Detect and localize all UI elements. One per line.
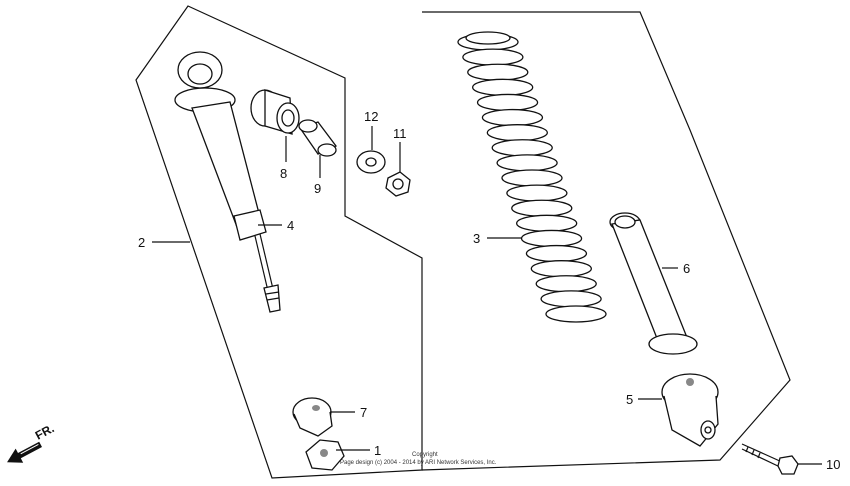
spring-coil xyxy=(545,305,607,323)
callout-9: 9 xyxy=(314,181,321,196)
spring-coil xyxy=(467,63,529,81)
hex-nut xyxy=(305,439,345,471)
callout-4: 4 xyxy=(287,218,294,233)
spring-coil xyxy=(491,139,553,157)
spring-coil xyxy=(540,290,602,308)
spring-coil xyxy=(525,244,588,263)
callout-8: 8 xyxy=(280,166,287,181)
left-group-outline xyxy=(135,5,423,479)
spring-coil xyxy=(462,48,524,66)
spring-coil xyxy=(501,169,563,187)
bushing xyxy=(250,89,300,135)
leader-lines xyxy=(152,126,822,465)
callout-12: 12 xyxy=(364,109,378,124)
spring-coil xyxy=(511,199,573,217)
collar xyxy=(298,119,338,157)
callout-11: 11 xyxy=(393,126,407,141)
spring-coil xyxy=(481,108,544,127)
flange-nut xyxy=(385,171,411,197)
front-direction-arrow-icon xyxy=(7,441,43,463)
spring-coil xyxy=(520,229,583,248)
spring-coil xyxy=(506,184,568,202)
spring-coil xyxy=(530,260,592,278)
callout-6: 6 xyxy=(683,261,690,276)
spring-coil xyxy=(496,154,558,172)
right-group-outline xyxy=(421,11,791,471)
bump-stop xyxy=(292,397,333,437)
callout-5: 5 xyxy=(626,392,633,407)
front-direction-label: FR. xyxy=(33,421,57,442)
spring-top-coil xyxy=(465,31,511,45)
spring-guide xyxy=(609,212,698,355)
spring-coil xyxy=(476,93,539,112)
callout-1: 1 xyxy=(374,443,381,458)
spring-coil xyxy=(535,275,597,293)
bolt xyxy=(741,443,799,475)
callout-7: 7 xyxy=(360,405,367,420)
spring-coil xyxy=(472,78,534,96)
washer xyxy=(356,150,386,174)
callout-3: 3 xyxy=(473,231,480,246)
copyright-line2: Page design (c) 2004 - 2014 by ARI Netwo… xyxy=(340,460,497,466)
spring-coil xyxy=(516,214,578,232)
callout-2: 2 xyxy=(138,235,145,250)
coil-spring xyxy=(457,31,607,323)
lower-mount xyxy=(661,373,719,447)
copyright-line1: Copyright xyxy=(412,452,438,458)
callout-10: 10 xyxy=(826,457,840,472)
spring-coil xyxy=(486,124,548,142)
